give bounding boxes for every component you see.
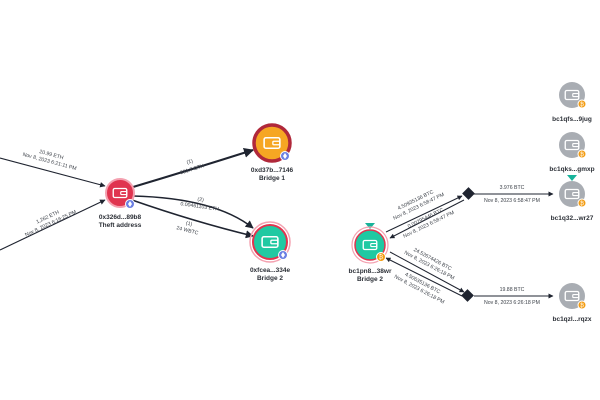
edge-theft-to-bridge2-b[interactable]: (1) 24 WBTC — [131, 199, 254, 239]
svg-text:₿: ₿ — [580, 200, 584, 207]
edge-timestamp: Nov 8, 2023 6:58:47 PM — [484, 198, 540, 204]
edge-count: (2) — [197, 197, 204, 204]
node-address-label: 0x326d...89b8 — [99, 214, 142, 221]
bitcoin-badge-icon: ₿ — [577, 99, 587, 109]
edge-amount: 19.88 BTC — [500, 287, 525, 293]
svg-text:₿: ₿ — [379, 254, 384, 261]
bitcoin-badge-icon: ₿ — [577, 198, 587, 208]
edge-theft-to-bridge2-a[interactable]: (2) 0.00461103 ETH — [132, 194, 254, 229]
edge-junction-to-bc1q32[interactable]: 3.976 BTC Nov 8, 2023 6:58:47 PM — [474, 185, 554, 204]
node-address-bc1q32[interactable]: ₿ bc1q32...wr27 — [551, 175, 594, 222]
node-theft-address[interactable]: 0x326d...89b8 Theft address — [99, 178, 142, 229]
node-address-label: bc1qzl...rqzx — [552, 316, 591, 323]
ethereum-badge-icon — [280, 151, 290, 161]
node-address-label: 0xd37b...7146 — [251, 167, 294, 174]
bitcoin-badge-icon: ₿ — [376, 252, 386, 262]
node-address-label: bc1qks...gmxp — [549, 166, 594, 173]
edge-amount: 0.00461103 ETH — [180, 201, 220, 212]
node-bridge-2-eth[interactable]: 0xfcea...334e Bridge 2 — [249, 221, 291, 282]
svg-text:₿: ₿ — [580, 151, 584, 158]
node-role-label: Bridge 1 — [259, 175, 285, 182]
edge-amount: 3.976 BTC — [500, 185, 525, 191]
edge-amount: 831.7 ETH — [179, 163, 205, 176]
bitcoin-badge-icon: ₿ — [577, 149, 587, 159]
node-address-bc1qfs[interactable]: ₿ bc1qfs...9jug — [552, 82, 592, 123]
node-address-label: bc1q32...wr27 — [551, 215, 594, 222]
selection-marker-icon — [365, 223, 375, 229]
edge-amount: 24 WBTC — [176, 225, 200, 236]
node-address-label: bc1pn8...38wr — [349, 268, 392, 275]
junction-diamond-bottom[interactable] — [461, 289, 474, 302]
node-address-bc1qks[interactable]: ₿ bc1qks...gmxp — [549, 132, 595, 173]
edge-count: (1) — [185, 220, 193, 227]
ethereum-badge-icon — [125, 199, 135, 209]
ethereum-badge-icon — [278, 250, 288, 260]
node-role-label: Bridge 2 — [257, 275, 283, 282]
edge-theft-to-bridge1[interactable]: (1) 831.7 ETH — [132, 147, 254, 188]
bitcoin-badge-icon: ₿ — [577, 300, 587, 310]
svg-text:₿: ₿ — [580, 101, 584, 108]
node-address-bc1qzl[interactable]: ₿ bc1qzl...rqzx — [552, 283, 592, 323]
node-role-label: Bridge 2 — [357, 276, 383, 283]
node-bridge-2-btc[interactable]: ₿ bc1pn8...38wr Bridge 2 — [349, 223, 392, 283]
edge-incoming-bottom[interactable]: 1,262 ETH Nov 8, 2023 6:16:25 PM — [0, 199, 106, 251]
svg-text:₿: ₿ — [580, 302, 584, 309]
edge-count: (1) — [186, 158, 194, 166]
node-bridge-1[interactable]: 0xd37b...7146 Bridge 1 — [251, 123, 294, 182]
selection-marker-icon — [567, 175, 577, 181]
node-role-label: Theft address — [99, 222, 142, 229]
junction-diamond-top[interactable] — [462, 187, 475, 200]
node-address-label: bc1qfs...9jug — [552, 116, 592, 123]
edge-junction-to-bc1qzl[interactable]: 19.88 BTC Nov 8, 2023 6:26:18 PM — [474, 287, 554, 306]
node-address-label: 0xfcea...334e — [250, 267, 291, 274]
edge-timestamp: Nov 8, 2023 6:26:18 PM — [484, 300, 540, 306]
edge-incoming-top[interactable]: 20.99 ETH Nov 8, 2023 6:21:11 PM — [0, 145, 106, 188]
